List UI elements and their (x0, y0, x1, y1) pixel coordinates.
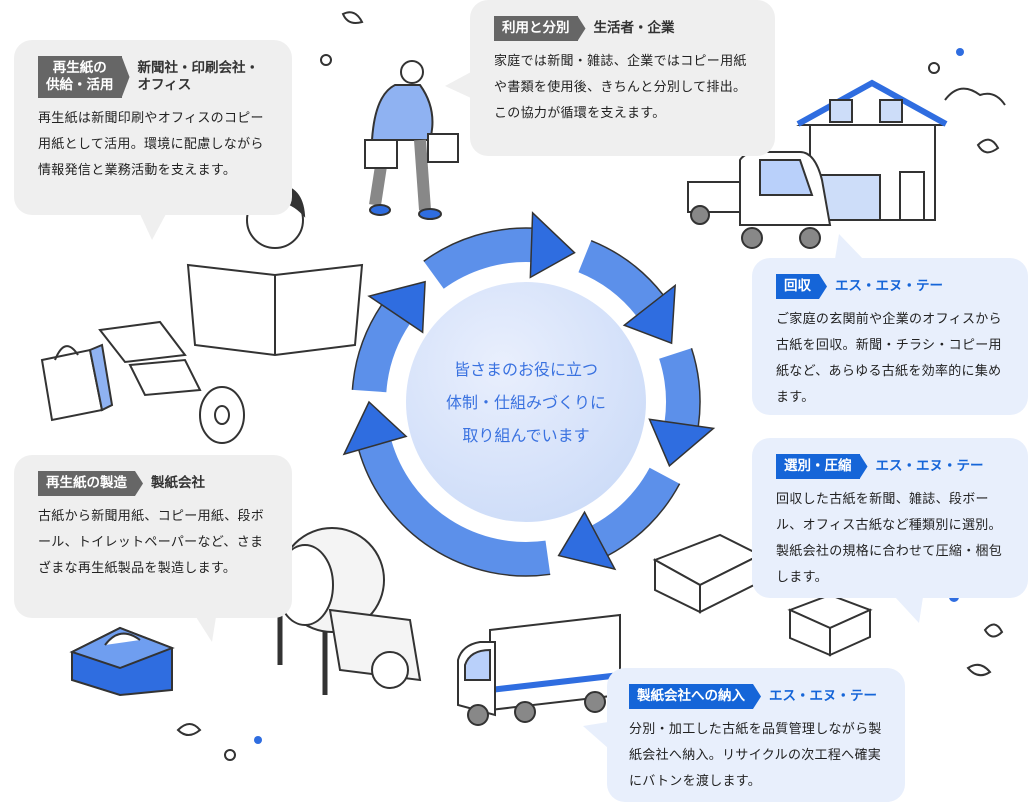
cycle-arrowhead (622, 283, 677, 345)
cycle-ring-segment (659, 348, 700, 427)
center-line: 取り組んでいます (462, 425, 590, 445)
center-line: 体制・仕組みづくりに (445, 392, 606, 412)
step-card-delivery: 製紙会社への納入 エス・エヌ・テー 分別・加工した古紙を品質管理しながら製紙会社… (607, 668, 905, 802)
center-line: 皆さまのお役に立つ (453, 359, 598, 379)
cycle-arrowhead (367, 280, 426, 334)
cycle-ring-outline (607, 483, 681, 557)
cycle-ring-outline (590, 239, 664, 296)
cycle-ring-outline (351, 304, 383, 390)
step-label: 再生紙の製造 (38, 471, 135, 496)
cycle-arrowhead (648, 418, 716, 468)
cycle-arrowhead (342, 400, 408, 456)
cycle-arrowhead (557, 510, 617, 571)
paper-machine-illustration (276, 527, 422, 695)
step-actor: エス・エヌ・テー (835, 278, 943, 294)
decorative-dots (176, 11, 1008, 761)
cycle-ring-segment (591, 467, 680, 556)
bubble-tail (583, 722, 608, 748)
house-illustration (796, 79, 948, 221)
pickup-truck-illustration (687, 151, 832, 249)
person-illustration (364, 60, 459, 220)
step-actor: エス・エヌ・テー (769, 688, 877, 704)
step-card-use-sort: 利用と分別 生活者・企業 家庭では新聞・雑誌、企業ではコピー用紙や書類を使用後、… (470, 0, 775, 156)
step-actor: 生活者・企業 (593, 20, 675, 36)
cycle-arrowhead (529, 211, 576, 279)
step-description: 分別・加工した古紙を品質管理しながら製紙会社へ納入。リサイクルの次工程へ確実にバ… (629, 722, 882, 789)
step-description: 回収した古紙を新聞、雑誌、段ボール、オフィス古紙など種類別に選別。製紙会社の規格… (776, 492, 1003, 585)
bubble-tail (445, 72, 471, 98)
cycle-ring-segment (423, 228, 533, 290)
step-label: 選別・圧縮 (776, 454, 860, 479)
cycle-ring-segment (352, 304, 411, 393)
bubble-tail (895, 597, 923, 623)
step-description: 古紙から新聞用紙、コピー用紙、段ボール、トイレットペーパーなど、さまざまな再生紙… (38, 509, 265, 576)
step-actor: 製紙会社 (151, 475, 205, 491)
cycle-ring-outline (423, 227, 533, 262)
step-label: 回収 (776, 274, 819, 299)
bubble-tail (835, 234, 863, 259)
step-card-supply: 再生紙の供給・活用 新聞社・印刷会社・オフィス 再生紙は新聞印刷やオフィスのコピ… (14, 40, 292, 215)
bubble-tail (140, 214, 166, 240)
cycle-ring-outline (690, 347, 701, 427)
cycle-ring-outline (358, 449, 551, 577)
step-label: 製紙会社への納入 (629, 684, 753, 709)
cycle-ring-segment (358, 440, 551, 576)
step-card-collection: 回収 エス・エヌ・テー ご家庭の玄関前や企業のオフィスから古紙を回収。新聞・チラ… (752, 258, 1028, 415)
tissue-box-illustration (69, 626, 175, 697)
center-disc (406, 282, 646, 522)
step-card-manufacturing: 再生紙の製造 製紙会社 古紙から新聞用紙、コピー用紙、段ボール、トイレットペーパ… (14, 455, 292, 618)
center-message: 皆さまのお役に立つ 体制・仕組みづくりに 取り組んでいます (406, 282, 646, 522)
step-description: ご家庭の玄関前や企業のオフィスから古紙を回収。新聞・チラシ・コピー用紙など、あら… (776, 312, 1002, 405)
step-actor: 新聞社・印刷会社・オフィス (137, 60, 260, 93)
step-label: 利用と分別 (494, 16, 578, 41)
step-actor: エス・エヌ・テー (875, 458, 984, 474)
cycle-ring (342, 211, 716, 577)
cycle-ring-segment (578, 240, 664, 317)
bubble-tail (196, 617, 216, 642)
step-description: 家庭では新聞・雑誌、企業ではコピー用紙や書類を使用後、きちんと分別して排出。この… (494, 54, 747, 121)
box-truck-illustration (457, 613, 621, 726)
bag-and-paper-illustration (40, 320, 245, 444)
step-card-sort-compress: 選別・圧縮 エス・エヌ・テー 回収した古紙を新聞、雑誌、段ボール、オフィス古紙な… (752, 438, 1028, 598)
step-description: 再生紙は新聞印刷やオフィスのコピー用紙として活用。環境に配慮しながら情報発信と業… (38, 111, 264, 178)
step-label: 再生紙の供給・活用 (38, 56, 122, 98)
